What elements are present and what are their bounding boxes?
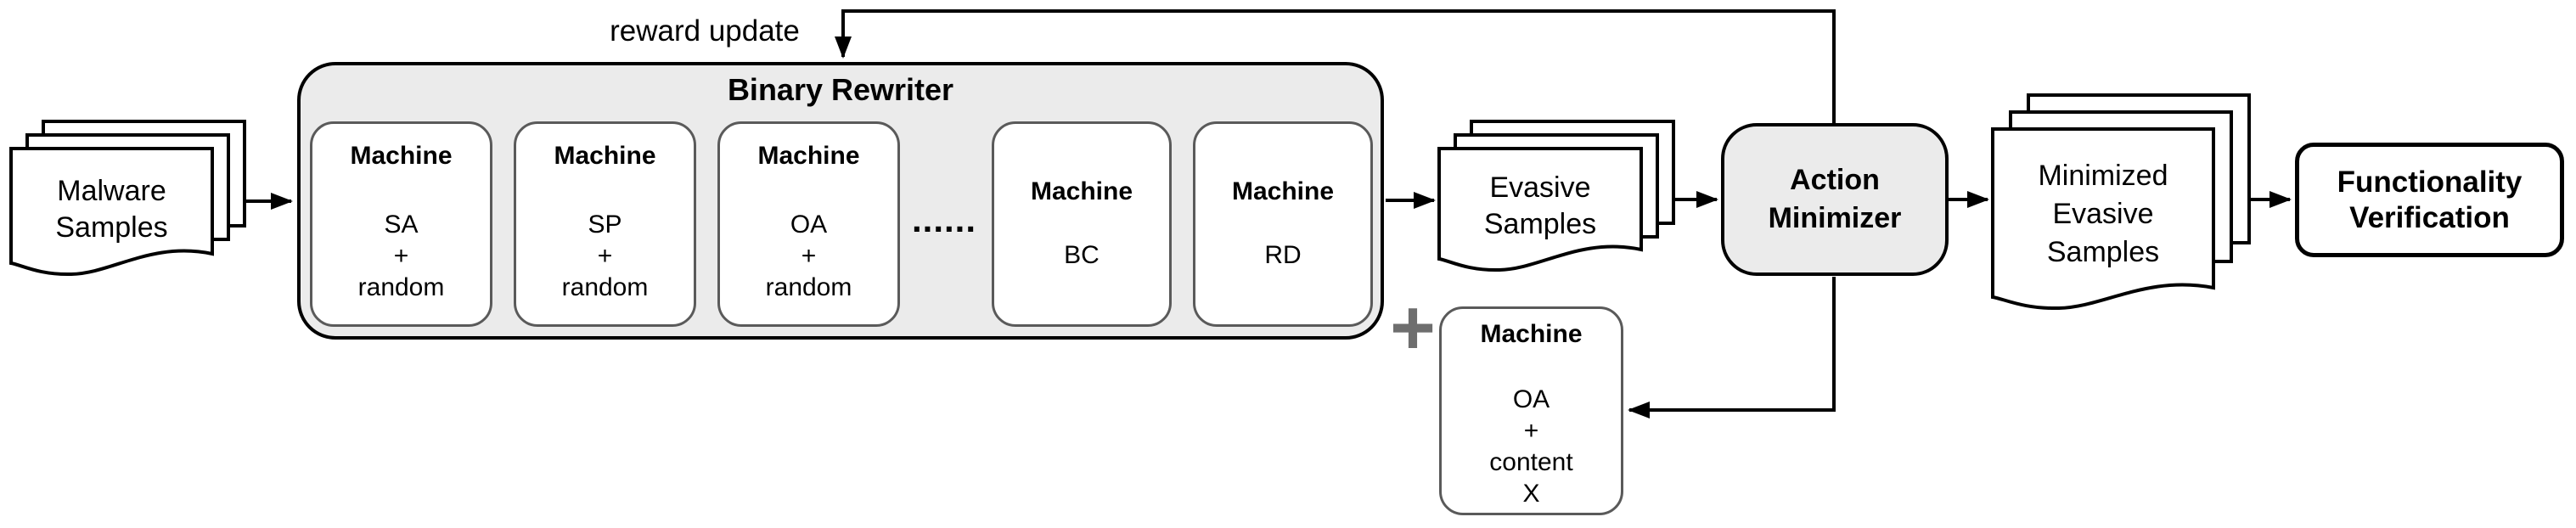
machine-box-bc: Machine BC [992, 121, 1172, 327]
minimized-evasive-samples-stack-icon [1991, 93, 2251, 311]
machine-line: + [1523, 417, 1539, 445]
minimized-label-line: Minimized [2038, 160, 2168, 192]
malware-samples-label-line: Samples [55, 211, 168, 244]
malware-samples-label-line: Malware [57, 175, 166, 207]
machine-line: BC [1064, 241, 1100, 269]
machine-box-sa: Machine SA + random [310, 121, 492, 327]
arrow-minimizer-to-extra-machine [1628, 277, 1836, 418]
document-page-icon [1991, 127, 2215, 311]
document-page-icon [1437, 147, 1643, 272]
machine-line: random [561, 273, 649, 301]
machine-line: SA [384, 211, 419, 239]
binary-rewriter-title: Binary Rewriter [727, 72, 954, 107]
machine-title: Machine [350, 142, 453, 170]
evasive-samples-label-line: Evasive [1489, 171, 1591, 204]
machine-title: Machine [1480, 320, 1583, 348]
machine-box-oa: Machine OA + random [717, 121, 900, 327]
evasive-samples-stack-icon [1437, 120, 1675, 272]
machine-box-rd: Machine RD [1193, 121, 1373, 327]
functionality-verification-label-line: Functionality [2337, 165, 2523, 199]
arrow-reward-update-loop [835, 9, 1836, 124]
functionality-verification-box: Functionality Verification [2295, 143, 2564, 257]
reward-update-label: reward update [610, 14, 800, 48]
machine-line: + [597, 242, 613, 270]
minimized-evasive-samples-label: Minimized Evasive Samples [1993, 157, 2213, 272]
machine-line: SP [588, 211, 622, 239]
minimized-label-line: Samples [2046, 236, 2160, 268]
machine-line: + [393, 242, 409, 270]
action-minimizer-label-line: Minimizer [1768, 202, 1902, 234]
machine-line: OA [790, 211, 828, 239]
machine-line: random [357, 273, 445, 301]
machine-title: Machine [1030, 177, 1133, 205]
action-minimizer-box: Action Minimizer [1721, 123, 1949, 276]
plus-icon: + [1390, 284, 1436, 371]
ellipsis-dots: ...... [911, 199, 976, 239]
evasive-samples-label-line: Samples [1483, 208, 1597, 240]
machine-title: Machine [554, 142, 656, 170]
document-page-icon [9, 147, 214, 277]
machine-line: random [765, 273, 852, 301]
machine-line: OA [1512, 385, 1550, 413]
machine-title: Machine [1231, 177, 1335, 205]
machine-line: content [1489, 448, 1573, 476]
malware-samples-stack-icon [9, 120, 246, 277]
machine-line: + [801, 242, 817, 270]
action-minimizer-label-line: Action [1790, 164, 1880, 196]
machine-line: RD [1264, 241, 1302, 269]
machine-title: Machine [757, 142, 860, 170]
machine-box-sp: Machine SP + random [514, 121, 696, 327]
minimized-label-line: Evasive [2052, 198, 2154, 230]
evasive-samples-label: Evasive Samples [1439, 170, 1641, 243]
malware-samples-label: Malware Samples [11, 173, 212, 246]
functionality-verification-label-line: Verification [2349, 200, 2510, 234]
machine-line: X [1522, 480, 1540, 508]
machine-box-oa-content-x: Machine OA + content X [1439, 306, 1623, 515]
